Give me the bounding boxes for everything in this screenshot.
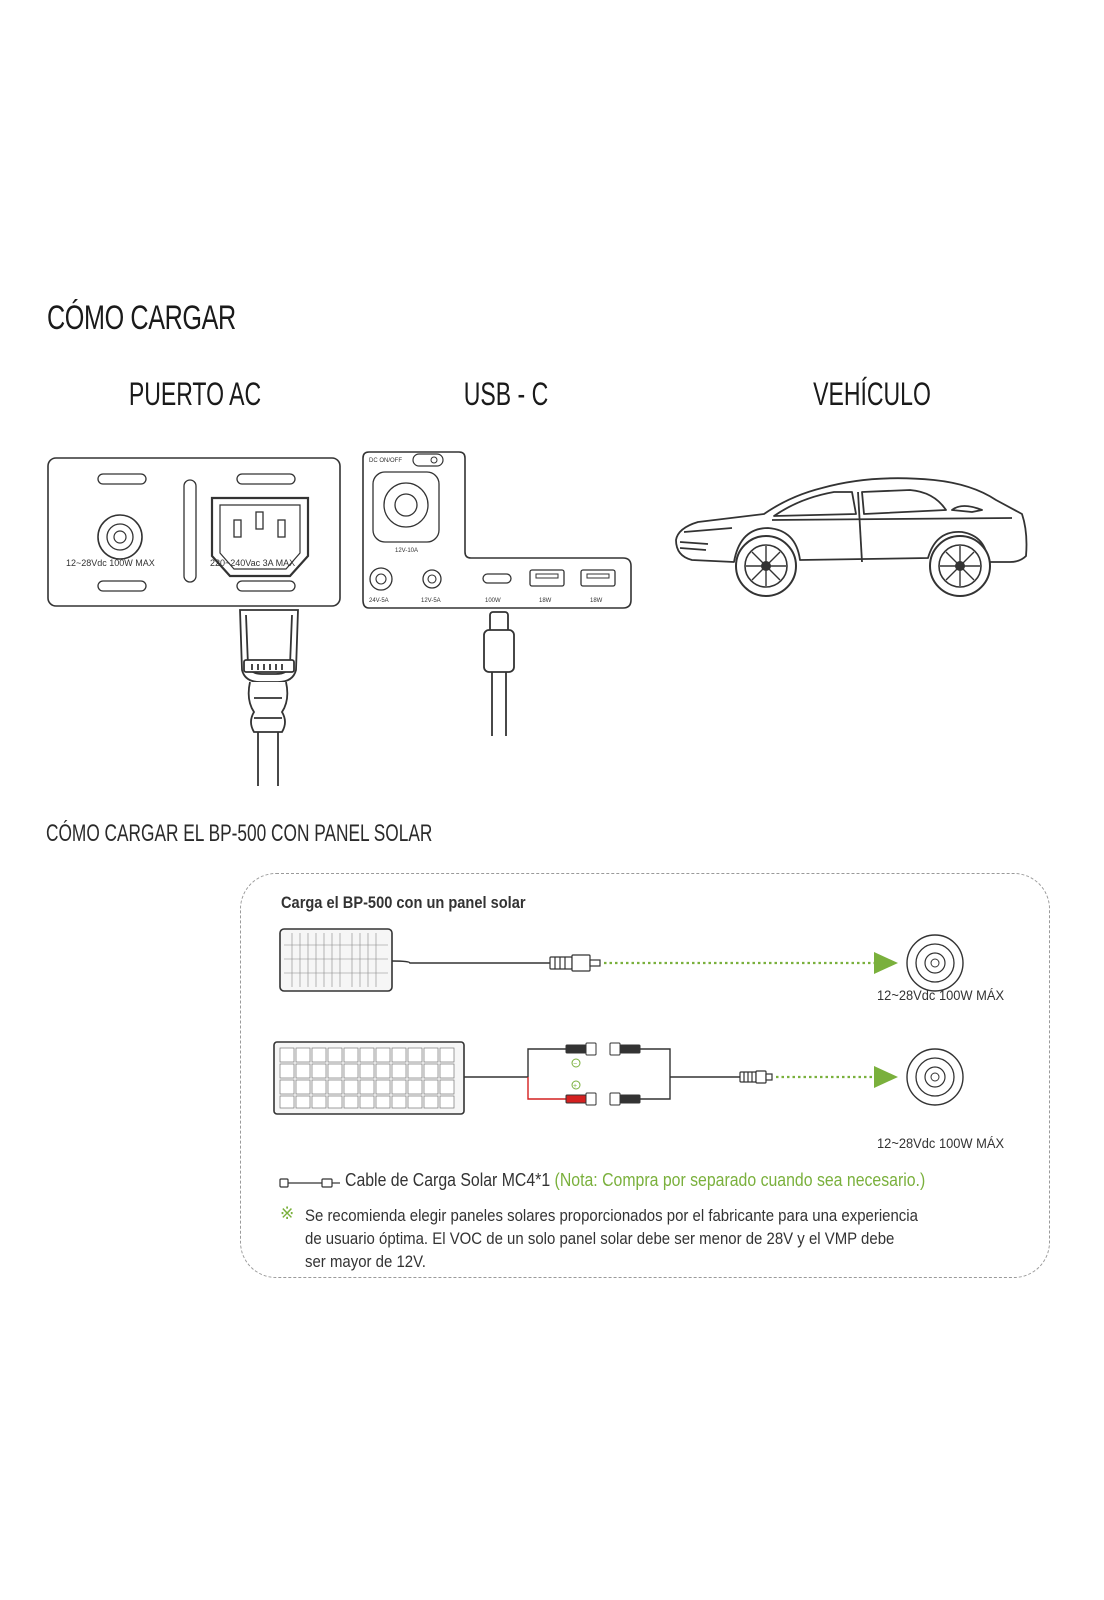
solar-port-1-label: 12~28Vdc 100W MÁX (877, 987, 1005, 1003)
ac-input-label: 220~240Vac 3A MAX (210, 558, 295, 568)
solar-panel-large-icon (273, 1041, 465, 1115)
mc4-cable-text: Cable de Carga Solar MC4*1 (345, 1170, 555, 1190)
port-label-24v: 24V-5A (369, 598, 389, 604)
recommendation-line-3: ser mayor de 12V. (305, 1252, 426, 1271)
minus-sign: − (573, 1061, 577, 1068)
usb-c-plug-icon (483, 611, 515, 736)
recommendation-line-1: Se recomienda elegir paneles solares pro… (305, 1206, 918, 1225)
ac-plug-icon (239, 609, 299, 786)
mc4-cable-purchase-note: (Nota: Compra por separado cuando sea ne… (554, 1170, 926, 1190)
port-label-usba-2: 18W (590, 598, 603, 604)
mc4-connector-negative-icon (565, 1042, 641, 1056)
port-label-12v: 12V-5A (421, 598, 441, 604)
recommendation-line-2: de usuario óptima. El VOC de un solo pan… (305, 1229, 895, 1248)
car-socket-icon (372, 471, 440, 543)
port-label-usbc: 100W (485, 598, 501, 604)
front-wheel-icon (735, 535, 797, 597)
dc-plug-2-icon (739, 1070, 773, 1084)
dc-switch-label: DC ON/OFF (369, 458, 402, 464)
solar-input-port-1-icon (906, 934, 964, 992)
mc4-connector-positive-icon (565, 1092, 641, 1106)
ac-port-title: PUERTO AC (128, 376, 262, 412)
solar-box-heading: Carga el BP-500 con un panel solar (281, 893, 526, 912)
note-mark: ※ (280, 1204, 295, 1223)
dc-input-label: 12~28Vdc 100W MAX (66, 558, 155, 568)
dc-switch-button[interactable] (412, 453, 444, 467)
usb-c-title: USB - C (463, 376, 549, 412)
solar-wiring-diagram: − + (273, 928, 964, 1115)
usb-c-port-diagram: DC ON/OFF 12V-10A 24V-5A 12V-5A 100W 18W… (362, 451, 632, 736)
vehicle-title: VEHÍCULO (813, 376, 931, 412)
usb-c-port-icon (482, 573, 512, 584)
solar-input-port-2-icon (906, 1048, 964, 1106)
solar-charging-box (240, 873, 1050, 1278)
mc4-cable-legend-icon (279, 1178, 340, 1188)
suv-car-icon (675, 477, 1028, 597)
dc-input-socket-icon (97, 514, 143, 560)
ac-input-socket-icon (210, 496, 310, 578)
solar-port-2-label: 12~28Vdc 100W MÁX (877, 1135, 1005, 1151)
rear-wheel-icon (929, 535, 991, 597)
solar-section-title: CÓMO CARGAR EL BP-500 CON PANEL SOLAR (46, 820, 433, 847)
dc-plug-icon (549, 954, 601, 972)
ac-port-diagram: 12~28Vdc 100W MAX 220~240Vac 3A MAX (47, 457, 341, 786)
mc4-cable-note: Cable de Carga Solar MC4*1 (Nota: Compra… (345, 1170, 925, 1191)
car-socket-label: 12V-10A (395, 548, 418, 554)
plus-sign: + (573, 1083, 577, 1090)
solar-panel-small-icon (279, 928, 393, 992)
port-label-usba-1: 18W (539, 598, 552, 604)
page-title: CÓMO CARGAR (47, 299, 236, 337)
